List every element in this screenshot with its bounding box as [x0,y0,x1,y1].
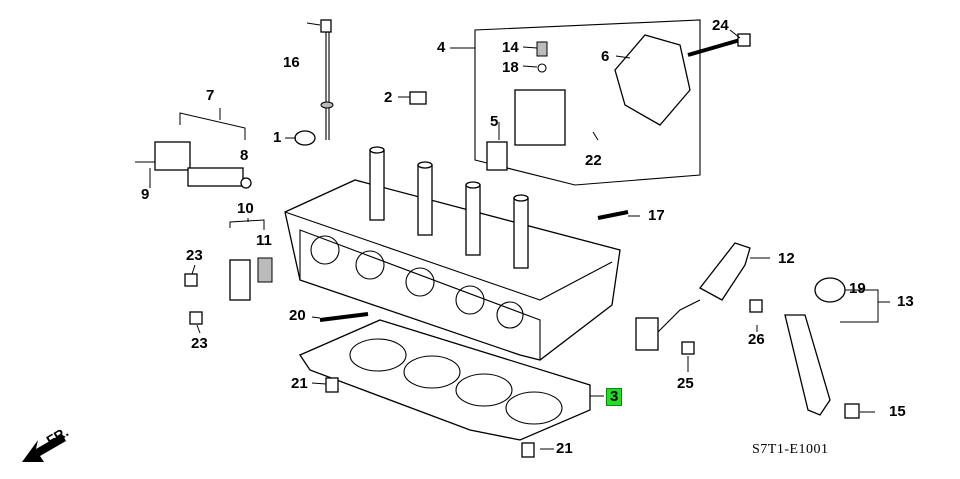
callout-16: 16 [283,54,300,71]
callout-23-top: 23 [186,247,203,264]
callout-21-bottom: 21 [556,440,573,457]
stud-bolt [597,210,629,220]
callout-14: 14 [502,39,519,56]
callout-24: 24 [712,17,729,34]
spool-valve-group [474,19,701,186]
callout-26: 26 [748,331,765,348]
callout-22: 22 [585,152,602,169]
callout-17: 17 [648,207,665,224]
flange-bolt [687,33,751,57]
flange-bolt-15 [844,403,860,419]
callout-19: 19 [849,280,866,297]
callout-12: 12 [778,250,795,267]
callout-18: 18 [502,59,519,76]
cylinder-head [284,146,621,361]
callout-11: 11 [256,232,272,249]
diagram-code: S7T1-E1001 [752,442,829,457]
leader-lines [149,22,890,450]
callout-21-left: 21 [291,375,308,392]
callout-9: 9 [141,186,150,203]
sensor-cover [257,257,273,283]
callout-10: 10 [237,200,254,217]
bolt [189,311,203,325]
head-bolt [320,19,334,140]
callout-2: 2 [384,89,393,106]
callout-6: 6 [601,48,610,65]
engine-hanger [784,314,831,416]
sensor [229,259,251,301]
bolt [749,299,763,313]
callout-5: 5 [490,113,499,130]
cap-2 [409,91,427,105]
dowel-pin [325,377,339,393]
bracket [614,34,691,126]
callout-8: 8 [240,147,249,164]
callout-4: 4 [437,39,446,56]
callout-13: 13 [897,293,914,310]
callout-7: 7 [206,87,215,104]
bolt [184,273,198,287]
cap [294,130,316,146]
callout-23-bottom: 23 [191,335,208,352]
callout-15: 15 [889,403,906,420]
callout-20: 20 [289,307,306,324]
callout-3: 3 [606,388,623,406]
bolt [681,341,695,355]
harness-bracket [699,242,751,301]
front-direction-arrow [22,434,66,462]
dowel-pin [521,442,535,458]
grommet [814,277,846,303]
harness-clip [635,317,659,351]
solenoid-actuator [135,141,252,189]
callout-25: 25 [677,375,694,392]
callout-1: 1 [273,129,282,146]
stud-bolt [319,312,369,322]
